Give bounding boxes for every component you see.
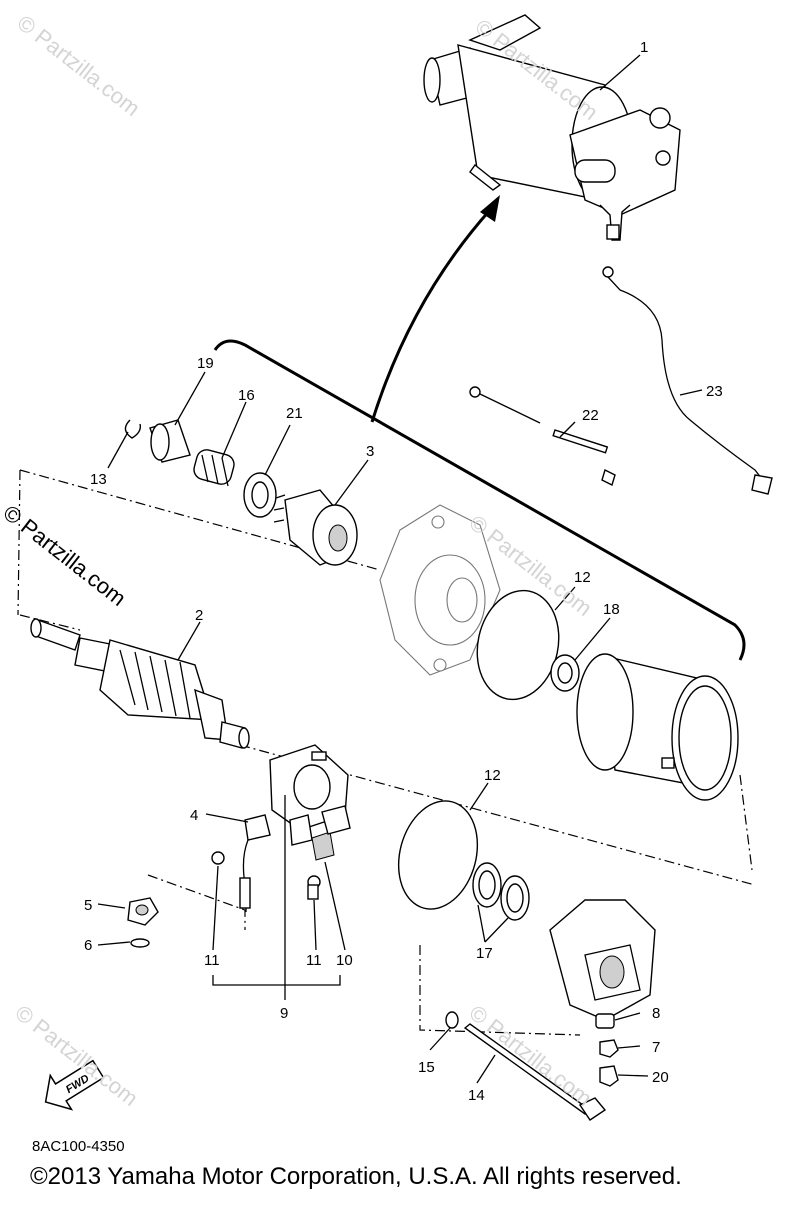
callout-10: 10 [336, 952, 353, 969]
part-12-o-ring-lower [397, 800, 479, 910]
part-22-wires [469, 386, 616, 486]
copyright-notice: ©2013 Yamaha Motor Corporation, U.S.A. A… [30, 1163, 682, 1190]
part-3-clutch [273, 489, 358, 566]
part-15-washer [445, 1011, 459, 1029]
callout-6: 6 [84, 937, 92, 954]
part-8-nut [595, 1013, 615, 1029]
part-7-nut [599, 1039, 619, 1058]
part-20-nut [599, 1065, 619, 1087]
callout-2: 2 [195, 607, 203, 624]
callout-12-lower: 12 [484, 767, 501, 784]
callout-23: 23 [706, 383, 723, 400]
callout-13: 13 [90, 471, 107, 488]
callout-17: 17 [476, 945, 493, 962]
part-18-washer [550, 654, 580, 692]
part-21-washer [243, 472, 277, 518]
part-4-brush-lead [239, 814, 271, 912]
part-11-washer-left [211, 851, 225, 865]
callout-9: 9 [280, 1005, 288, 1022]
part-16-spring [193, 449, 235, 487]
callout-15: 15 [418, 1059, 435, 1076]
callout-11-right: 11 [306, 952, 322, 969]
callout-7: 7 [652, 1039, 660, 1056]
fwd-arrow-icon: FWD [44, 1059, 105, 1111]
callout-20: 20 [652, 1069, 669, 1086]
callout-21: 21 [286, 405, 303, 422]
callout-12-upper: 12 [574, 569, 591, 586]
part-19-collar [149, 419, 191, 463]
part-2-armature [30, 618, 250, 749]
part-6-washer [130, 938, 150, 948]
callout-16: 16 [238, 387, 255, 404]
part-17-o-rings [472, 862, 530, 921]
part-11-bolt [307, 884, 319, 900]
callout-4: 4 [190, 807, 198, 824]
callout-3: 3 [366, 443, 374, 460]
brush-plate [269, 744, 349, 831]
callout-22: 22 [582, 407, 599, 424]
assembly-bracket [213, 195, 746, 661]
callout-8: 8 [652, 1005, 660, 1022]
part-5-nut [127, 897, 159, 926]
diagram-code: 8AC100-4350 [32, 1138, 125, 1155]
callout-18: 18 [603, 601, 620, 618]
callout-14: 14 [468, 1087, 485, 1104]
rear-cover [549, 899, 656, 1021]
callout-11-left: 11 [204, 952, 220, 969]
part-14-through-bolt [463, 1023, 607, 1121]
part-1-starter-motor [423, 14, 681, 241]
callout-19: 19 [197, 355, 214, 372]
leader-lines [97, 54, 703, 1084]
part-23-lead-wire [602, 266, 773, 495]
callout-1: 1 [640, 39, 648, 56]
callout-5: 5 [84, 897, 92, 914]
part-13-circlip [124, 419, 142, 439]
callouts: 1 2 3 4 5 6 7 8 9 10 11 11 12 12 13 14 1… [84, 39, 723, 1104]
front-cover [379, 504, 501, 676]
part-12-o-ring-upper [476, 589, 560, 701]
part-10-brush-holder [289, 805, 351, 861]
yoke-housing [576, 653, 739, 801]
